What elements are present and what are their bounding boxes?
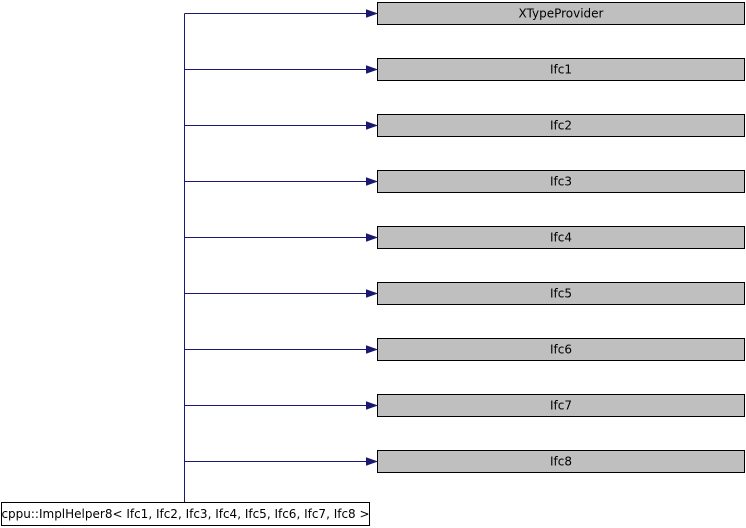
base-class-box[interactable] bbox=[377, 226, 745, 249]
base-class-ifc8[interactable]: Ifc8 bbox=[377, 450, 745, 473]
derived-class[interactable]: cppu::ImplHelper8< Ifc1, Ifc2, Ifc3, Ifc… bbox=[1, 502, 370, 526]
base-class-box[interactable] bbox=[377, 450, 745, 473]
edge-ifc3 bbox=[184, 177, 379, 186]
base-class-label[interactable]: Ifc1 bbox=[550, 63, 572, 77]
arrowhead-icon bbox=[366, 177, 379, 186]
base-class-label[interactable]: Ifc2 bbox=[550, 119, 572, 133]
base-class-ifc3[interactable]: Ifc3 bbox=[377, 170, 745, 193]
base-class-ifc1[interactable]: Ifc1 bbox=[377, 58, 745, 81]
inheritance-edges bbox=[184, 9, 379, 466]
derived-class-label[interactable]: cppu::ImplHelper8< Ifc1, Ifc2, Ifc3, Ifc… bbox=[1, 507, 369, 521]
base-class-list: XTypeProvider Ifc1 Ifc2 Ifc3 Ifc4 Ifc5 I… bbox=[377, 2, 745, 473]
base-class-box[interactable] bbox=[377, 114, 745, 137]
edge-ifc7 bbox=[184, 401, 379, 410]
base-class-box[interactable] bbox=[377, 394, 745, 417]
base-class-label[interactable]: Ifc8 bbox=[550, 455, 572, 469]
base-class-box[interactable] bbox=[377, 282, 745, 305]
edge-ifc5 bbox=[184, 289, 379, 298]
arrowhead-icon bbox=[366, 457, 379, 466]
arrowhead-icon bbox=[366, 289, 379, 298]
base-class-ifc6[interactable]: Ifc6 bbox=[377, 338, 745, 361]
edge-ifc1 bbox=[184, 65, 379, 74]
derived-class-box[interactable] bbox=[1, 502, 370, 526]
arrowhead-icon bbox=[366, 121, 379, 130]
base-class-ifc7[interactable]: Ifc7 bbox=[377, 394, 745, 417]
arrowhead-icon bbox=[366, 345, 379, 354]
edge-ifc6 bbox=[184, 345, 379, 354]
base-class-box[interactable] bbox=[377, 58, 745, 81]
base-class-label[interactable]: Ifc7 bbox=[550, 399, 572, 413]
base-class-label[interactable]: Ifc6 bbox=[550, 343, 572, 357]
base-class-box[interactable] bbox=[377, 338, 745, 361]
base-class-label[interactable]: XTypeProvider bbox=[519, 7, 604, 21]
base-class-ifc5[interactable]: Ifc5 bbox=[377, 282, 745, 305]
base-class-ifc2[interactable]: Ifc2 bbox=[377, 114, 745, 137]
base-class-label[interactable]: Ifc3 bbox=[550, 175, 572, 189]
base-class-ifc4[interactable]: Ifc4 bbox=[377, 226, 745, 249]
base-class-label[interactable]: Ifc5 bbox=[550, 287, 572, 301]
edge-ifc4 bbox=[184, 233, 379, 242]
base-class-box[interactable] bbox=[377, 170, 745, 193]
arrowhead-icon bbox=[366, 233, 379, 242]
edge-ifc8 bbox=[184, 457, 379, 466]
edge-xtypeprovider bbox=[184, 9, 379, 18]
arrowhead-icon bbox=[366, 401, 379, 410]
base-class-box[interactable] bbox=[377, 2, 745, 25]
arrowhead-icon bbox=[366, 9, 379, 18]
edge-ifc2 bbox=[184, 121, 379, 130]
base-class-label[interactable]: Ifc4 bbox=[550, 231, 572, 245]
base-class-xtypeprovider[interactable]: XTypeProvider bbox=[377, 2, 745, 25]
arrowhead-icon bbox=[366, 65, 379, 74]
